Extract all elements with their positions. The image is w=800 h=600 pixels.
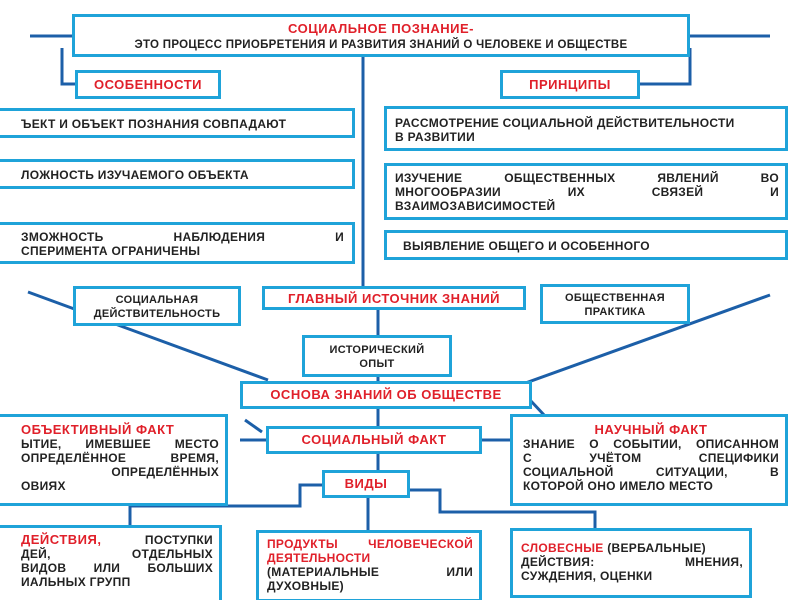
verbal-line2: ДЕЙСТВИЯ: МНЕНИЯ,	[521, 555, 743, 569]
objective-fact-line4: ОВИЯХ	[21, 479, 66, 493]
scientific-fact-box: НАУЧНЫЙ ФАКТ ЗНАНИЕ О СОБЫТИИ, ОПИСАННОМ…	[510, 414, 788, 506]
products-line4: ДУХОВНЫЕ)	[267, 579, 344, 593]
feature-item-3-line1: ЗМОЖНОСТЬ НАБЛЮДЕНИЯ И	[21, 230, 344, 244]
verbal-title: СЛОВЕСНЫЕ	[521, 541, 604, 555]
feature-item-3: ЗМОЖНОСТЬ НАБЛЮДЕНИЯ И СПЕРИМЕНТА ОГРАНИ…	[0, 222, 355, 264]
social-fact-label: СОЦИАЛЬНЫЙ ФАКТ	[266, 426, 482, 454]
verbal-title-rest: (ВЕРБАЛЬНЫЕ)	[607, 541, 706, 555]
principle-item-2-line3: ВЗАИМОЗАВИСИМОСТЕЙ	[395, 199, 556, 213]
scientific-fact-line4: КОТОРОЙ ОНО ИМЕЛО МЕСТО	[523, 479, 714, 493]
social-practice-box: ОБЩЕСТВЕННАЯ ПРАКТИКА	[540, 284, 690, 324]
products-line3: (МАТЕРИАЛЬНЫЕ ИЛИ	[267, 565, 473, 579]
products-title1: ПРОДУКТЫ ЧЕЛОВЕЧЕСКОЙ	[267, 537, 473, 551]
objective-fact-line1: ЫТИЕ, ИМЕВШЕЕ МЕСТО	[21, 437, 219, 451]
scientific-fact-title: НАУЧНЫЙ ФАКТ	[594, 422, 708, 437]
social-reality-line1: СОЦИАЛЬНАЯ	[115, 294, 199, 306]
verbal-line3: СУЖДЕНИЯ, ОЦЕНКИ	[521, 569, 653, 583]
actions-box: ДЕЙСТВИЯ, ПОСТУПКИ ДЕЙ, ОТДЕЛЬНЫХ ВИДОВ …	[0, 525, 222, 600]
verbal-title-line: СЛОВЕСНЫЕ (ВЕРБАЛЬНЫЕ)	[521, 541, 743, 555]
objective-fact-line2: ОПРЕДЕЛЁННОЕ ВРЕМЯ,	[21, 451, 219, 465]
historical-experience-box: ИСТОРИЧЕСКИЙ ОПЫТ	[302, 335, 452, 377]
actions-title-rest: ПОСТУПКИ	[144, 533, 213, 547]
principle-item-1-line1: РАССМОТРЕНИЕ СОЦИАЛЬНОЙ ДЕЙСТВИТЕЛЬНОСТИ	[395, 116, 735, 130]
features-label: ОСОБЕННОСТИ	[75, 70, 221, 99]
feature-item-3-line2: СПЕРИМЕНТА ОГРАНИЧЕНЫ	[21, 244, 201, 258]
objective-fact-title: ОБЪЕКТИВНЫЙ ФАКТ	[21, 422, 175, 437]
feature-item-1-text: ЪЕКТ И ОБЪЕКТ ПОЗНАНИЯ СОВПАДАЮТ	[21, 117, 287, 131]
objective-fact-line3: ОПРЕДЕЛЁННЫХ	[111, 465, 219, 479]
feature-item-1: ЪЕКТ И ОБЪЕКТ ПОЗНАНИЯ СОВПАДАЮТ	[0, 108, 355, 138]
basis-label: ОСНОВА ЗНАНИЙ ОБ ОБЩЕСТВЕ	[240, 381, 532, 409]
scientific-fact-line3: СОЦИАЛЬНОЙ СИТУАЦИИ, В	[523, 465, 779, 479]
historical-experience-line2: ОПЫТ	[359, 358, 395, 370]
principle-item-2-line1: ИЗУЧЕНИЕ ОБЩЕСТВЕННЫХ ЯВЛЕНИЙ ВО	[395, 171, 779, 185]
actions-line3: ВИДОВ ИЛИ БОЛЬШИХ	[21, 561, 213, 575]
actions-line2: ДЕЙ, ОТДЕЛЬНЫХ	[21, 547, 213, 561]
principles-label: ПРИНЦИПЫ	[500, 70, 640, 99]
products-box: ПРОДУКТЫ ЧЕЛОВЕЧЕСКОЙ ДЕЯТЕЛЬНОСТИ (МАТЕ…	[256, 530, 482, 600]
social-practice-line2: ПРАКТИКА	[584, 306, 646, 318]
social-practice-line1: ОБЩЕСТВЕННАЯ	[564, 292, 666, 304]
title-box: СОЦИАЛЬНОЕ ПОЗНАНИЕ- ЭТО ПРОЦЕСС ПРИОБРЕ…	[72, 14, 690, 57]
principle-item-2-line2: МНОГООБРАЗИИ ИХ СВЯЗЕЙ И	[395, 185, 779, 199]
main-source-label: ГЛАВНЫЙ ИСТОЧНИК ЗНАНИЙ	[262, 286, 526, 310]
principle-item-1: РАССМОТРЕНИЕ СОЦИАЛЬНОЙ ДЕЙСТВИТЕЛЬНОСТИ…	[384, 106, 788, 151]
types-label: ВИДЫ	[322, 470, 410, 498]
feature-item-2-text: ЛОЖНОСТЬ ИЗУЧАЕМОГО ОБЪЕКТА	[21, 168, 249, 182]
verbal-box: СЛОВЕСНЫЕ (ВЕРБАЛЬНЫЕ) ДЕЙСТВИЯ: МНЕНИЯ,…	[510, 528, 752, 598]
objective-fact-box: ОБЪЕКТИВНЫЙ ФАКТ ЫТИЕ, ИМЕВШЕЕ МЕСТО ОПР…	[0, 414, 228, 506]
title-heading: СОЦИАЛЬНОЕ ПОЗНАНИЕ-	[288, 21, 474, 36]
principle-item-3: ВЫЯВЛЕНИЕ ОБЩЕГО И ОСОБЕННОГО	[384, 230, 788, 260]
principle-item-1-line2: В РАЗВИТИИ	[395, 130, 476, 144]
actions-line4: ИАЛЬНЫХ ГРУПП	[21, 575, 131, 589]
social-reality-box: СОЦИАЛЬНАЯ ДЕЙСТВИТЕЛЬНОСТЬ	[73, 286, 241, 326]
principle-item-3-text: ВЫЯВЛЕНИЕ ОБЩЕГО И ОСОБЕННОГО	[403, 239, 650, 253]
scientific-fact-line2: С УЧЁТОМ СПЕЦИФИКИ	[523, 451, 779, 465]
historical-experience-line1: ИСТОРИЧЕСКИЙ	[329, 344, 425, 356]
social-reality-line2: ДЕЙСТВИТЕЛЬНОСТЬ	[93, 308, 221, 320]
scientific-fact-line1: ЗНАНИЕ О СОБЫТИИ, ОПИСАННОМ	[523, 437, 779, 451]
products-title2: ДЕЯТЕЛЬНОСТИ	[267, 551, 371, 565]
actions-title-line: ДЕЙСТВИЯ, ПОСТУПКИ	[21, 532, 213, 548]
title-definition: ЭТО ПРОЦЕСС ПРИОБРЕТЕНИЯ И РАЗВИТИЯ ЗНАН…	[134, 39, 628, 51]
feature-item-2: ЛОЖНОСТЬ ИЗУЧАЕМОГО ОБЪЕКТА	[0, 159, 355, 189]
principle-item-2: ИЗУЧЕНИЕ ОБЩЕСТВЕННЫХ ЯВЛЕНИЙ ВО МНОГООБ…	[384, 163, 788, 220]
actions-title: ДЕЙСТВИЯ,	[21, 532, 102, 547]
